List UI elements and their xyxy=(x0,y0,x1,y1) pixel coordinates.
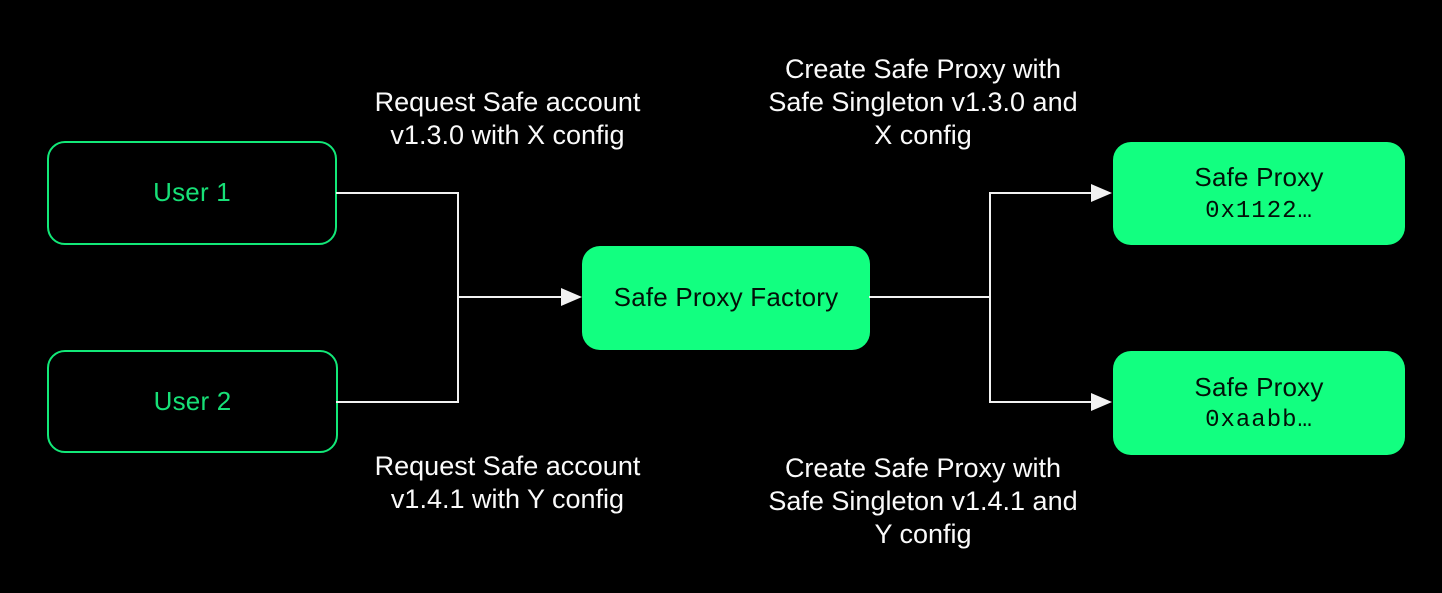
node-safe-proxy-2-title: Safe Proxy xyxy=(1194,371,1324,402)
annotation-create-v141: Create Safe Proxy with Safe Singleton v1… xyxy=(768,453,1078,549)
node-user-1: User 1 xyxy=(47,141,337,245)
node-safe-proxy-1-address: 0x1122… xyxy=(1205,197,1313,225)
node-safe-proxy-factory: Safe Proxy Factory xyxy=(582,246,870,350)
node-safe-proxy-factory-label: Safe Proxy Factory xyxy=(613,282,839,313)
connector-into-proxy1-line xyxy=(989,192,1092,194)
arrowhead-into-proxy1-icon xyxy=(1091,184,1112,202)
arrowhead-into-factory-icon xyxy=(561,288,582,306)
connector-into-proxy2-line xyxy=(989,401,1092,403)
annotation-request-v130: Request Safe account v1.3.0 with X confi… xyxy=(374,87,641,150)
node-safe-proxy-1: Safe Proxy 0x1122… xyxy=(1113,142,1405,245)
connector-into-factory-line xyxy=(457,296,562,298)
node-safe-proxy-1-title: Safe Proxy xyxy=(1194,162,1324,193)
arrowhead-into-proxy2-icon xyxy=(1091,393,1112,411)
connector-user1-horizontal-line xyxy=(336,192,459,194)
node-user-1-label: User 1 xyxy=(153,177,231,208)
node-user-2-label: User 2 xyxy=(153,385,232,416)
connector-user2-horizontal-line xyxy=(336,401,459,403)
node-safe-proxy-2: Safe Proxy 0xaabb… xyxy=(1113,351,1405,455)
annotation-request-v141: Request Safe account v1.4.1 with Y confi… xyxy=(374,451,641,514)
connector-right-vertical-line xyxy=(989,192,991,403)
node-user-2: User 2 xyxy=(47,350,338,453)
annotation-create-v130: Create Safe Proxy with Safe Singleton v1… xyxy=(768,54,1078,150)
node-safe-proxy-2-address: 0xaabb… xyxy=(1205,407,1313,435)
connector-factory-out-line xyxy=(869,296,990,298)
